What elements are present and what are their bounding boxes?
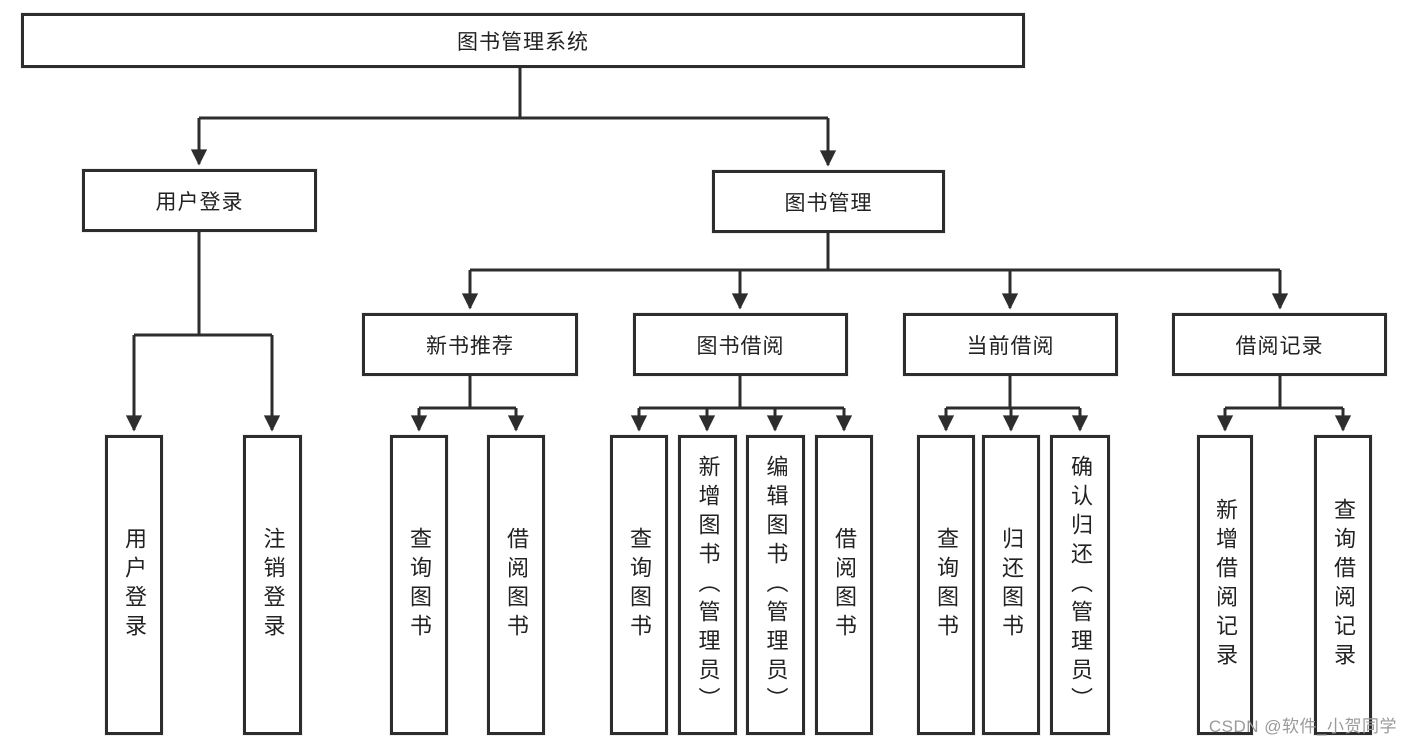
leaf-cb-return-books: 归还图书 bbox=[982, 435, 1040, 735]
leaf-bb-query-books: 查询图书 bbox=[610, 435, 668, 735]
leaf-nb-query-books: 查询图书 bbox=[390, 435, 448, 735]
node-book-borrowing: 图书借阅 bbox=[633, 313, 848, 376]
leaf-br-query-record: 查询借阅记录 bbox=[1314, 435, 1372, 735]
leaf-nb-borrow-books: 借阅图书 bbox=[487, 435, 545, 735]
leaf-user-login-label: 用户登录 bbox=[122, 527, 147, 643]
leaf-bb-borrow-books-label: 借阅图书 bbox=[832, 527, 857, 643]
leaf-bb-edit-books-admin: 编辑图书（管理员） bbox=[746, 435, 805, 735]
leaf-logout-label: 注销登录 bbox=[260, 527, 286, 643]
leaf-logout: 注销登录 bbox=[243, 435, 302, 735]
node-new-book-recommend-label: 新书推荐 bbox=[426, 334, 514, 358]
node-user-login: 用户登录 bbox=[82, 169, 317, 232]
node-current-borrowing-label: 当前借阅 bbox=[966, 334, 1055, 358]
node-book-management-label: 图书管理 bbox=[784, 191, 873, 215]
csdn-watermark: CSDN @软件_小贺同学 bbox=[1208, 717, 1397, 736]
leaf-bb-edit-books-admin-label: 编辑图书（管理员） bbox=[763, 454, 789, 716]
node-borrow-records: 借阅记录 bbox=[1172, 313, 1387, 376]
leaf-bb-add-books-admin-label: 新增图书（管理员） bbox=[695, 454, 721, 716]
leaf-cb-confirm-return-admin: 确认归还（管理员） bbox=[1050, 435, 1110, 735]
leaf-bb-add-books-admin: 新增图书（管理员） bbox=[678, 435, 737, 735]
node-book-management: 图书管理 bbox=[712, 170, 945, 233]
node-current-borrowing: 当前借阅 bbox=[903, 313, 1118, 376]
node-root-system: 图书管理系统 bbox=[21, 13, 1025, 68]
leaf-cb-query-books-label: 查询图书 bbox=[934, 527, 959, 643]
leaf-cb-confirm-return-admin-label: 确认归还（管理员） bbox=[1068, 454, 1093, 716]
leaf-cb-return-books-label: 归还图书 bbox=[999, 527, 1024, 643]
leaf-br-query-record-label: 查询借阅记录 bbox=[1331, 498, 1356, 672]
leaf-nb-query-books-label: 查询图书 bbox=[407, 527, 432, 643]
leaf-br-add-record: 新增借阅记录 bbox=[1197, 435, 1253, 735]
leaf-br-add-record-label: 新增借阅记录 bbox=[1213, 498, 1238, 672]
node-book-borrowing-label: 图书借阅 bbox=[696, 334, 785, 358]
leaf-bb-query-books-label: 查询图书 bbox=[627, 527, 652, 643]
node-user-login-label: 用户登录 bbox=[155, 190, 244, 214]
leaf-nb-borrow-books-label: 借阅图书 bbox=[504, 527, 529, 643]
leaf-cb-query-books: 查询图书 bbox=[917, 435, 975, 735]
node-new-book-recommend: 新书推荐 bbox=[362, 313, 578, 376]
leaf-bb-borrow-books: 借阅图书 bbox=[815, 435, 873, 735]
node-borrow-records-label: 借阅记录 bbox=[1235, 334, 1324, 358]
leaf-user-login: 用户登录 bbox=[105, 435, 163, 735]
node-root-label: 图书管理系统 bbox=[457, 30, 589, 54]
